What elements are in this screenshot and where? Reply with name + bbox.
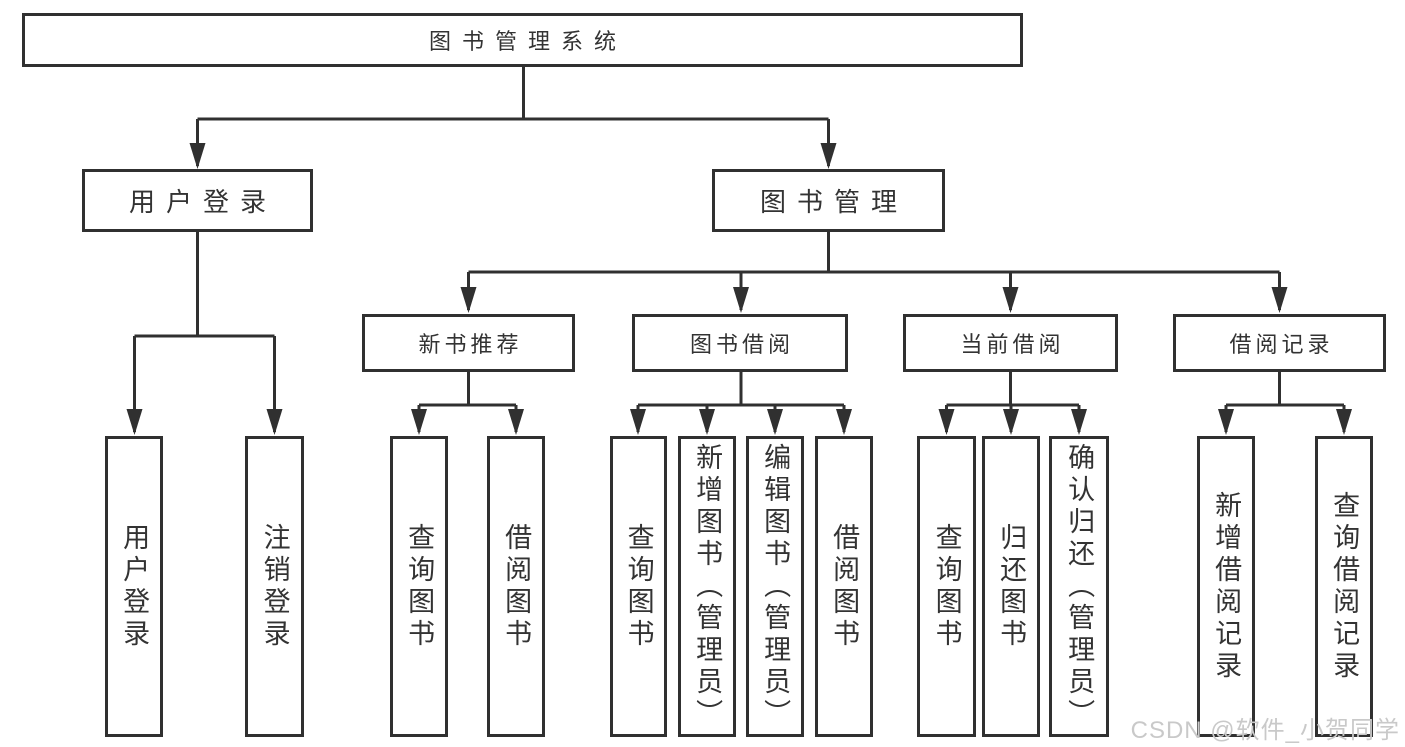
leaf-label: 查询图书 bbox=[404, 522, 435, 651]
node-library-system: 图书管理系统 bbox=[22, 13, 1023, 67]
leaf-label: 注销登录 bbox=[259, 522, 290, 651]
leaf-logout: 注销登录 bbox=[245, 436, 304, 737]
leaf-label: 借阅图书 bbox=[829, 522, 860, 651]
leaf-label: 编辑图书（管理员） bbox=[760, 442, 791, 731]
leaf-query-books-borrowing: 查询图书 bbox=[610, 436, 667, 737]
leaf-user-login: 用户登录 bbox=[105, 436, 163, 737]
node-label: 借阅记录 bbox=[1229, 332, 1334, 357]
leaf-query-borrow-record: 查询借阅记录 bbox=[1315, 436, 1373, 737]
leaf-query-books-recommend: 查询图书 bbox=[390, 436, 448, 737]
leaf-label: 用户登录 bbox=[119, 522, 150, 651]
node-book-borrowing: 图书借阅 bbox=[632, 314, 848, 372]
leaf-confirm-return-admin: 确认归还（管理员） bbox=[1049, 436, 1109, 737]
node-borrowing-records: 借阅记录 bbox=[1173, 314, 1386, 372]
node-label: 图书管理系统 bbox=[428, 29, 627, 54]
leaf-label: 借阅图书 bbox=[501, 522, 532, 651]
leaf-label: 新增借阅记录 bbox=[1211, 490, 1242, 683]
leaf-label: 新增图书（管理员） bbox=[692, 442, 723, 731]
node-label: 用户登录 bbox=[128, 187, 277, 217]
node-current-borrowing: 当前借阅 bbox=[903, 314, 1118, 372]
node-user-login: 用户登录 bbox=[82, 169, 313, 232]
node-label: 当前借阅 bbox=[960, 332, 1065, 357]
node-book-management: 图书管理 bbox=[712, 169, 945, 232]
leaf-borrow-books-borrowing: 借阅图书 bbox=[815, 436, 873, 737]
leaf-label: 查询借阅记录 bbox=[1329, 490, 1360, 683]
leaf-label: 确认归还（管理员） bbox=[1064, 442, 1095, 731]
leaf-return-book: 归还图书 bbox=[982, 436, 1040, 737]
leaf-borrow-books-recommend: 借阅图书 bbox=[487, 436, 545, 737]
node-label: 新书推荐 bbox=[418, 332, 523, 357]
leaf-add-book-admin: 新增图书（管理员） bbox=[678, 436, 736, 737]
leaf-label: 查询图书 bbox=[623, 522, 654, 651]
node-label: 图书管理 bbox=[759, 187, 908, 217]
leaf-query-books-current: 查询图书 bbox=[917, 436, 976, 737]
node-label: 图书借阅 bbox=[689, 332, 794, 357]
leaf-label: 查询图书 bbox=[931, 522, 962, 651]
node-new-book-recommendation: 新书推荐 bbox=[362, 314, 575, 372]
leaf-edit-book-admin: 编辑图书（管理员） bbox=[746, 436, 804, 737]
leaf-label: 归还图书 bbox=[996, 522, 1027, 651]
leaf-add-borrow-record: 新增借阅记录 bbox=[1197, 436, 1255, 737]
